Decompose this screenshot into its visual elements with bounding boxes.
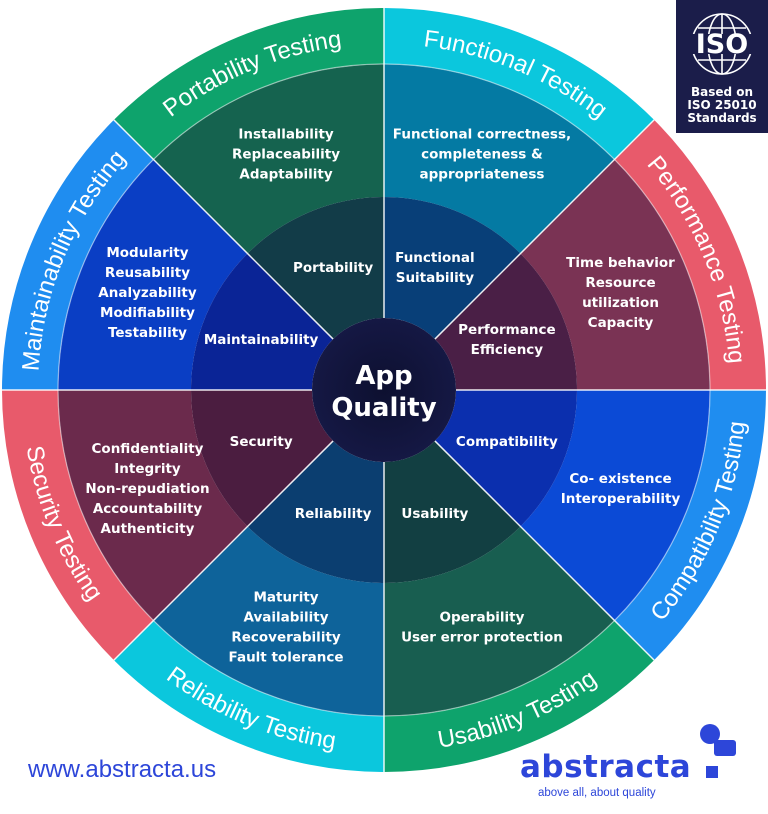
sector-dividers: [2, 8, 766, 772]
abstracta-brand: abstracta above all, about quality: [520, 722, 760, 810]
reliability-characteristic-label: Reliability: [295, 506, 372, 522]
performance-characteristic-segment: [434, 253, 577, 390]
ring-boundary: [57, 63, 711, 717]
reliability-ring-segment: [113, 620, 385, 772]
functional-sub-segment: [384, 64, 615, 254]
performance-ring-segment: [614, 119, 766, 391]
portability-ring-segment: [113, 8, 385, 160]
functional-ring-segment: [384, 8, 655, 160]
brand-name: abstracta: [520, 749, 692, 785]
usability-characteristic-label: Usability: [401, 506, 468, 522]
sector-divider: [434, 119, 655, 340]
brand-tagline: above all, about quality: [538, 787, 656, 799]
iso-globe-logo: ISO: [690, 13, 754, 75]
security-characteristic-segment: [191, 390, 334, 527]
usability-sub-segment: [384, 526, 615, 716]
quality-characteristics-ring: [191, 197, 577, 583]
portability-sub-segment: [153, 64, 384, 254]
sector-divider: [113, 119, 334, 340]
sector-divider: [113, 440, 334, 661]
reliability-sub-segment: [153, 526, 384, 716]
iso-badge: ISO Based on ISO 25010 Standards: [676, 0, 768, 133]
abstracta-logo-mark-icon: [700, 724, 736, 778]
compatibility-characteristic-segment: [434, 390, 577, 527]
security-ring-segment: [2, 390, 154, 661]
maintainability-ring-segment: [2, 119, 154, 391]
functional-characteristic-segment: [384, 197, 521, 340]
performance-sub-segment: [520, 159, 710, 390]
website-link[interactable]: www.abstracta.us: [28, 756, 217, 783]
iso-caption-line: Standards: [687, 111, 757, 125]
center-circle: [312, 318, 456, 462]
usability-characteristic-segment: [384, 440, 521, 583]
maintainability-characteristic-label: Maintainability: [204, 332, 319, 348]
testing-type-ring: [2, 8, 766, 772]
compatibility-ring-segment: [614, 390, 766, 661]
security-sub-segment: [58, 390, 248, 621]
usability-ring-segment: [384, 620, 655, 772]
center-title: Quality: [331, 393, 436, 423]
compatibility-sub-segment: [520, 390, 710, 621]
maintainability-sub-segment: [58, 159, 248, 390]
iso-caption: Based on ISO 25010 Standards: [676, 86, 768, 125]
portability-characteristic-label: Portability: [293, 260, 373, 276]
functional-sub-characteristics: Functional correctness,completeness &app…: [393, 126, 571, 182]
maintainability-characteristic-segment: [191, 253, 334, 390]
center-title: App: [355, 361, 412, 391]
security-characteristic-label: Security: [230, 434, 293, 450]
iso-caption-line: Based on: [690, 85, 754, 99]
sub-characteristics-ring: [58, 64, 710, 716]
reliability-characteristic-segment: [247, 440, 384, 583]
portability-characteristic-segment: [247, 197, 384, 340]
sector-divider: [434, 440, 655, 661]
iso-logo-text: ISO: [696, 29, 748, 60]
compatibility-characteristic-label: Compatibility: [456, 434, 558, 450]
iso-caption-line: ISO 25010: [687, 98, 757, 112]
